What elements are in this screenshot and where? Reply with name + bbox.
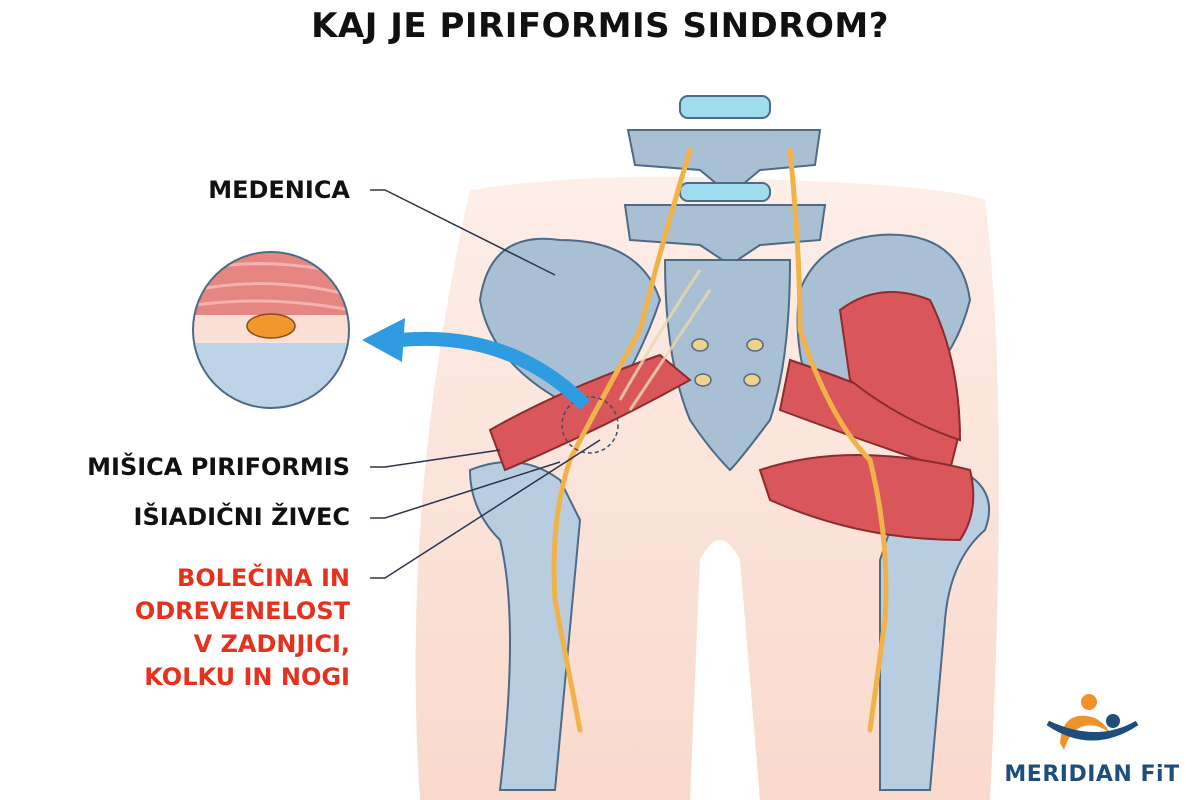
right-femur <box>879 468 990 791</box>
logo-text: MERIDIAN FiT <box>1004 762 1180 787</box>
focus-circle <box>561 396 619 454</box>
label-sciatic-nerve: IŠIADIČNI ŽIVEC <box>133 503 350 531</box>
arrow-icon <box>399 331 590 410</box>
symptom-line: ODREVENELOST <box>134 597 350 625</box>
gluteal-muscle-right <box>838 291 962 442</box>
label-pelvis: MEDENICA <box>208 176 350 204</box>
logo-figure-icon <box>1046 694 1139 750</box>
lumbar-spine <box>623 95 827 267</box>
meridian-fit-logo: MERIDIAN FiT <box>1002 688 1192 793</box>
muscle-cross-section-inset <box>192 251 350 409</box>
page-title: KAJ JE PIRIFORMIS SINDROM? <box>311 6 889 46</box>
piriformis-muscle-left <box>488 353 692 472</box>
sciatic-nerves <box>551 147 889 733</box>
symptom-line: BOLEČINA IN <box>177 564 350 592</box>
symptom-line: KOLKU IN NOGI <box>144 663 350 691</box>
leader-lines <box>370 189 601 579</box>
label-piriformis-muscle: MIŠICA PIRIFORMIS <box>87 453 350 481</box>
symptom-line: V ZADNJICI, <box>193 630 350 658</box>
gluteal-muscle-lower-right <box>758 454 975 542</box>
label-symptoms: BOLEČINA IN ODREVENELOST V ZADNJICI, KOL… <box>135 562 350 694</box>
arrow-head-icon <box>362 318 405 362</box>
